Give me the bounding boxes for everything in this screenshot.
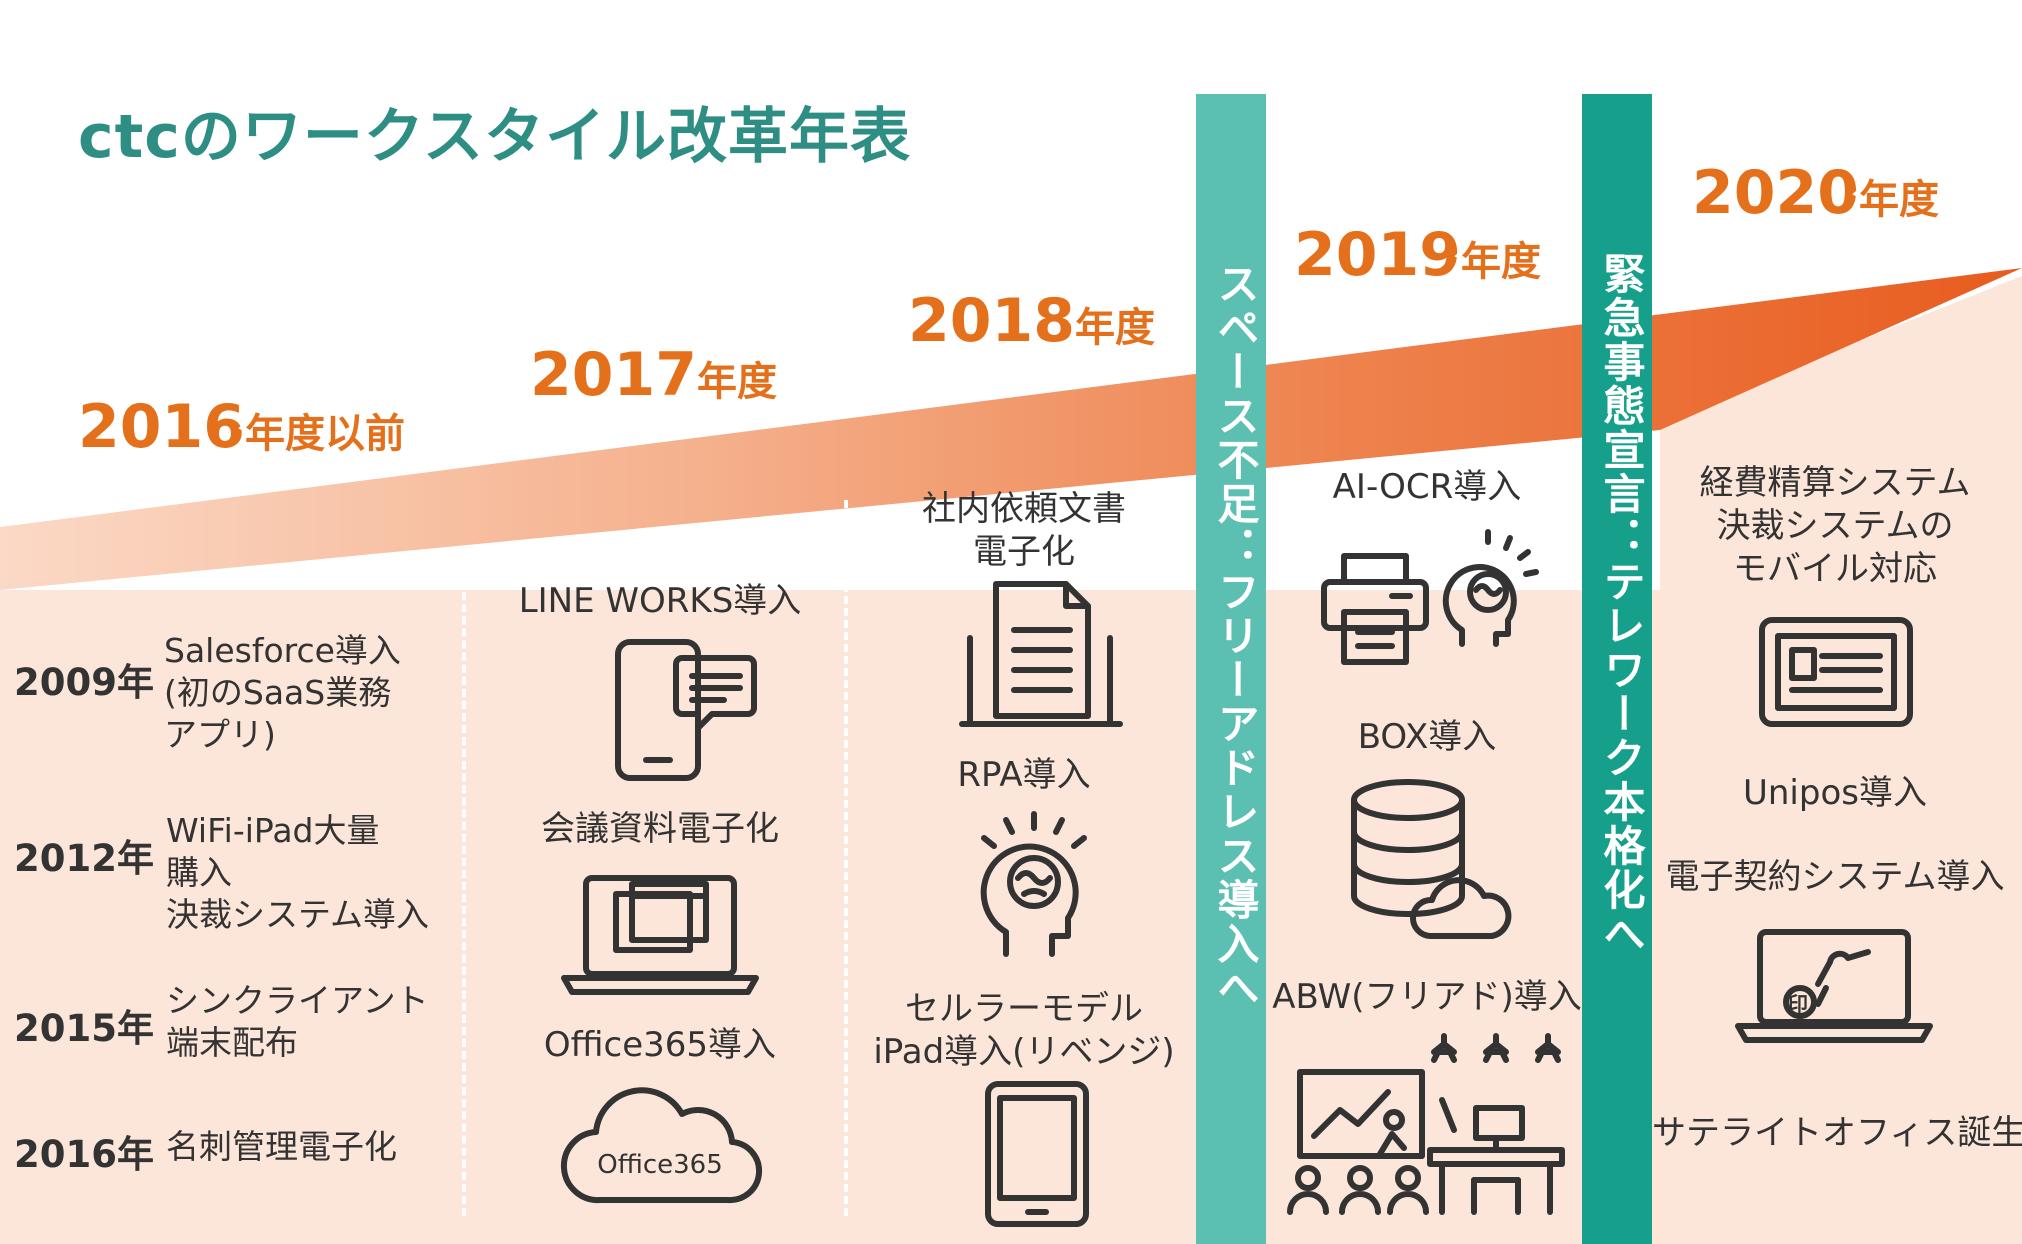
band-space-shortage: スペース不足：フリーアドレス導入へ <box>1196 94 1266 1244</box>
year-label-2017: 2017年度 <box>526 336 782 415</box>
year-label-2018: 2018年度 <box>904 282 1160 361</box>
label-rpa: RPA導入 <box>957 755 1091 795</box>
history-year-2015: 2015年 <box>14 1007 154 1050</box>
database-cloud-icon <box>1351 779 1512 939</box>
band-space-text: スペース不足：フリーアドレス導入へ <box>1211 262 1260 1010</box>
divider-1 <box>462 556 466 1216</box>
history-text-2015: シンクライアント端末配布 <box>166 981 429 1062</box>
label-abw: ABW(フリアド)導入 <box>1272 977 1582 1017</box>
label-box: BOX導入 <box>1357 717 1497 757</box>
label-e-contract: 電子契約システム導入 <box>1665 857 2005 897</box>
divider-2 <box>844 500 848 1216</box>
peach-panel <box>0 590 2022 1244</box>
document-icon <box>959 581 1123 727</box>
peach-right-top <box>1660 276 2022 600</box>
history-year-2009: 2009年 <box>14 661 154 704</box>
label-unipos: Unipos導入 <box>1743 773 1927 813</box>
cloud-icon-label: Office365 <box>597 1150 723 1180</box>
history-text-2016: 名刺管理電子化 <box>166 1127 397 1166</box>
label-satellite-office: サテライトオフィス誕生 <box>1652 1113 2022 1153</box>
brain-head-icon <box>980 811 1087 957</box>
label-ai-ocr: AI-OCR導入 <box>1332 467 1522 507</box>
history-year-2016: 2016年 <box>14 1133 154 1176</box>
smartphone-chat-icon <box>615 639 757 781</box>
history-text-2012: WiFi-iPad大量購入決裁システム導入 <box>166 811 430 934</box>
band-telework-text: 緊急事態宣言：テレワーク本格化へ <box>1597 252 1646 956</box>
tablet-app-icon <box>1759 617 1913 727</box>
stamp-icon-label: 印 <box>1788 992 1808 1016</box>
band-telework: 緊急事態宣言：テレワーク本格化へ <box>1582 94 1652 1244</box>
cloud-icon <box>560 1087 763 1204</box>
year-label-2020: 2020年度 <box>1688 154 1944 233</box>
history-text-2009: Salesforce導入(初のSaaS業務アプリ) <box>164 631 401 754</box>
tablet-icon <box>985 1081 1089 1227</box>
year-label-2016: 2016年度以前 <box>74 388 410 467</box>
presentation-meeting-icon <box>1287 1069 1429 1215</box>
label-request-docs: 社内依頼文書電子化 <box>922 489 1126 572</box>
label-office365: Office365導入 <box>543 1025 777 1065</box>
ai-head-icon <box>1442 529 1539 647</box>
desk-lamps-icon <box>1427 1033 1565 1215</box>
label-expense-mobile: 経費精算システム決裁システムのモバイル対応 <box>1699 463 1971 589</box>
page-title: ctcのワークスタイル改革年表 <box>78 102 912 172</box>
year-label-2019: 2019年度 <box>1290 216 1546 295</box>
label-meeting-docs: 会議資料電子化 <box>541 809 779 849</box>
printer-icon <box>1321 553 1429 665</box>
laptop-stamp-icon <box>1735 929 1933 1043</box>
laptop-window-icon <box>561 875 759 995</box>
label-line-works: LINE WORKS導入 <box>518 581 802 621</box>
growth-wedge <box>0 268 2022 590</box>
history-year-2012: 2012年 <box>14 837 154 880</box>
